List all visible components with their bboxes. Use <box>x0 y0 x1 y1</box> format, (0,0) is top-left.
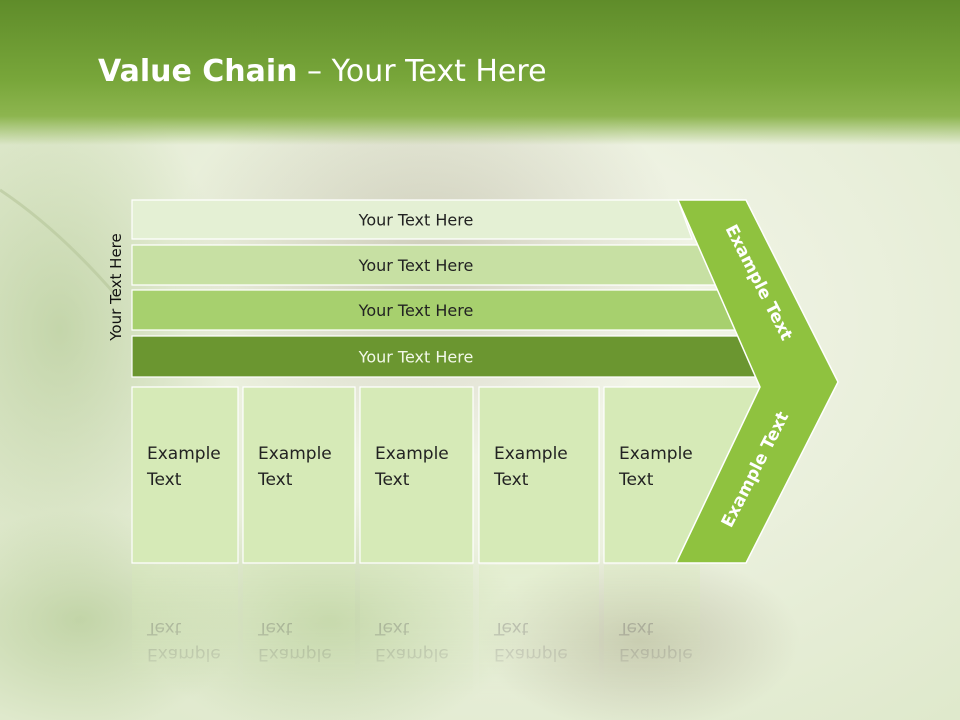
title-rest: – Your Text Here <box>297 54 547 89</box>
support-row-label-1: Your Text Here <box>358 211 474 230</box>
reflection-line2-4: Text <box>494 618 529 638</box>
primary-column-1 <box>131 386 239 564</box>
primary-column-line1-3: Example <box>375 444 449 464</box>
support-row-label-3: Your Text Here <box>358 301 474 320</box>
reflection-line1-4: Example <box>494 644 568 664</box>
primary-column-line1-1: Example <box>147 444 221 464</box>
primary-column-3 <box>359 386 474 564</box>
title-bar <box>0 0 960 145</box>
reflection-text-2: Example Text <box>258 615 332 667</box>
reflection-line2-3: Text <box>375 618 410 638</box>
reflection-line1-3: Example <box>375 644 449 664</box>
reflection-line2-1: Text <box>147 618 182 638</box>
support-row-label-2: Your Text Here <box>358 256 474 275</box>
primary-column-line2-5: Text <box>618 470 654 490</box>
slide-title: Value Chain – Your Text Here <box>98 54 547 89</box>
reflection-line1-2: Example <box>258 644 332 664</box>
support-row-label-4: Your Text Here <box>358 348 474 367</box>
title-bold: Value Chain <box>98 54 298 89</box>
primary-column-line1-4: Example <box>494 444 568 464</box>
primary-column-2 <box>242 386 356 564</box>
primary-column-line2-1: Text <box>146 470 182 490</box>
reflection-line1-1: Example <box>147 644 221 664</box>
reflection-text-4: Example Text <box>494 615 568 667</box>
primary-column-4 <box>478 386 600 564</box>
primary-column-line2-4: Text <box>493 470 529 490</box>
primary-column-line2-2: Text <box>257 470 293 490</box>
reflection-text-5: Example Text <box>619 615 693 667</box>
reflection-text-1: Example Text <box>147 615 221 667</box>
reflection-line2-2: Text <box>258 618 293 638</box>
primary-column-line1-5: Example <box>619 444 693 464</box>
margin-chevron <box>674 199 839 564</box>
reflection-text-3: Example Text <box>375 615 449 667</box>
reflection-line1-5: Example <box>619 644 693 664</box>
support-row-1 <box>131 199 693 240</box>
reflection-line2-5: Text <box>619 618 654 638</box>
primary-column-line2-3: Text <box>374 470 410 490</box>
primary-column-line1-2: Example <box>258 444 332 464</box>
